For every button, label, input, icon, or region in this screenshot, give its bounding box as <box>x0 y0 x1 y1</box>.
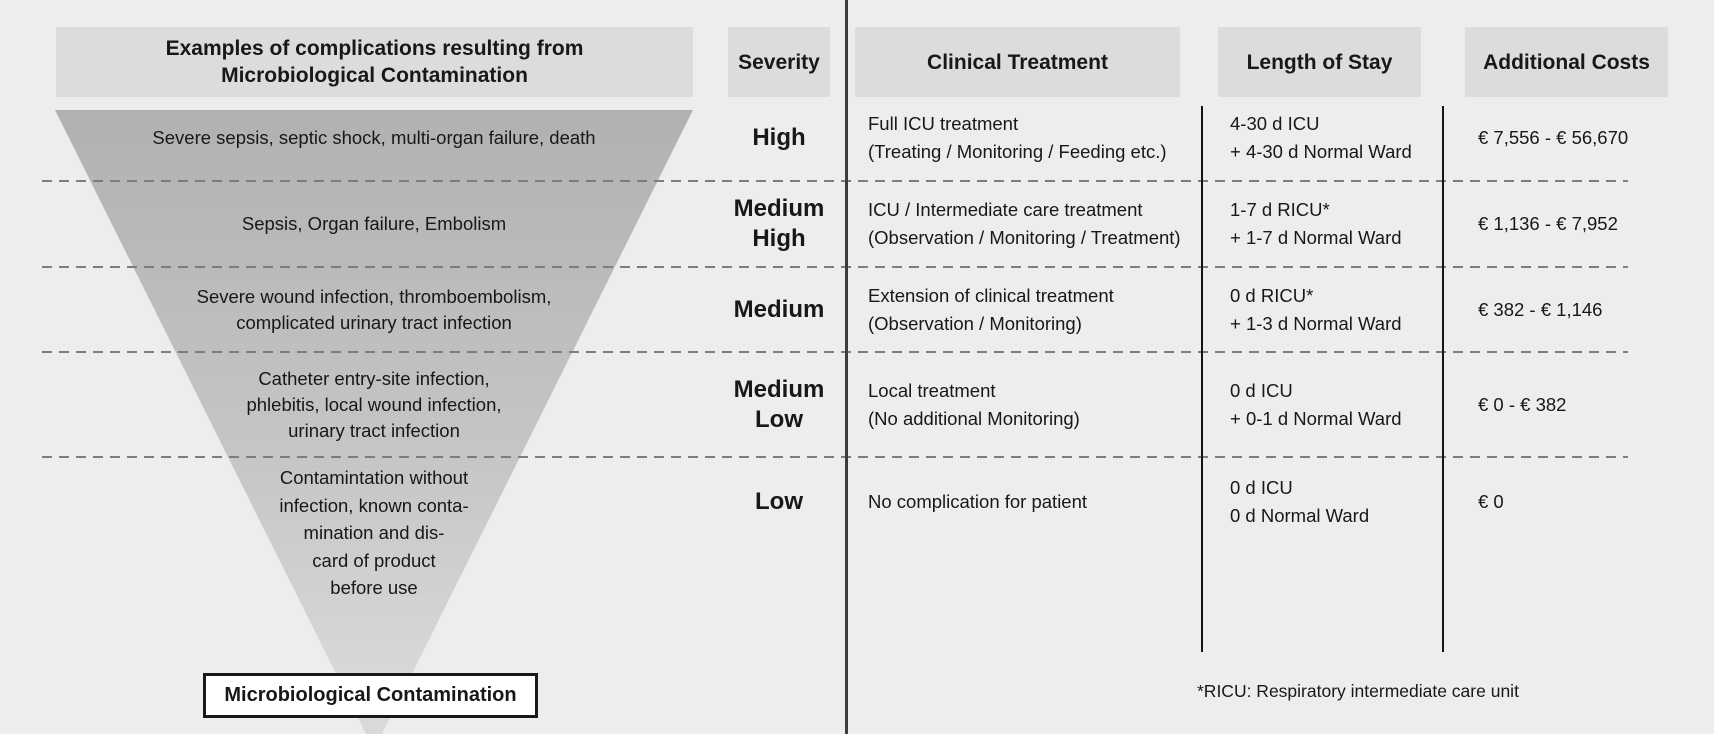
clinical-treatment-column-header: Clinical Treatment <box>855 27 1180 97</box>
text-line: mination and dis- <box>303 522 445 543</box>
severity-treatment-divider-line <box>845 0 848 734</box>
text-line: 0 d RICU* <box>1230 284 1314 306</box>
text-line: Severe wound infection, thromboembolism, <box>196 285 552 307</box>
treatment-cell: Extension of clinical treatment (Observa… <box>868 267 1200 352</box>
text-line: + 1-7 d Normal Ward <box>1230 227 1402 248</box>
stay-cell: 0 d ICU 0 d Normal Ward <box>1230 457 1440 547</box>
table-row: Low No complication for patient 0 d ICU … <box>0 457 1714 547</box>
text-line: 1-7 d RICU* <box>1230 199 1330 220</box>
text-line: Local treatment <box>868 379 996 401</box>
text-line: € 382 - € 1,146 <box>1478 298 1603 320</box>
text-line: (Observation / Monitoring) <box>868 312 1082 334</box>
text-line: before use <box>330 577 418 598</box>
text-line: Medium <box>733 195 825 222</box>
header-text-line: Examples of complications resulting from <box>165 37 584 60</box>
text-line: 0 d ICU <box>1230 477 1293 498</box>
severity-cell: Medium <box>728 267 830 352</box>
text-line: 4-30 d ICU <box>1230 113 1320 134</box>
text-line: Contamintation without <box>279 467 469 488</box>
severity-cell: Low <box>728 457 830 547</box>
costs-cell: € 1,136 - € 7,952 <box>1478 181 1678 267</box>
table-row: Severe wound infection, thromboembolism,… <box>0 267 1714 352</box>
complications-column-header: Examples of complications resulting from… <box>56 27 693 97</box>
examples-cell: Severe sepsis, septic shock, multi-organ… <box>55 95 693 181</box>
examples-cell: Contamintation without infection, known … <box>55 464 693 602</box>
text-line: infection, known conta- <box>279 494 469 516</box>
header-text-line: Microbiological Contamination <box>221 64 528 87</box>
length-of-stay-column-header: Length of Stay <box>1218 27 1421 97</box>
text-line: (Treating / Monitoring / Feeding etc.) <box>868 141 1167 162</box>
text-line: High <box>752 124 806 151</box>
text-line: € 1,136 - € 7,952 <box>1478 213 1618 234</box>
text-line: + 4-30 d Normal Ward <box>1230 141 1412 162</box>
text-line: No complication for patient <box>868 491 1088 512</box>
row-separator-dashed <box>42 456 1628 458</box>
text-line: Severe sepsis, septic shock, multi-organ… <box>152 127 596 148</box>
text-line: € 0 <box>1478 491 1504 512</box>
text-line: 0 d Normal Ward <box>1230 505 1370 526</box>
table-row: Catheter entry-site infection, phlebitis… <box>0 352 1714 457</box>
text-line: ICU / Intermediate care treatment <box>868 199 1143 220</box>
ricu-footnote: *RICU: Respiratory intermediate care uni… <box>1197 681 1519 701</box>
funnel-caption-box: Microbiological Contamination <box>203 673 538 718</box>
text-line: (Observation / Monitoring / Treatment) <box>868 227 1181 248</box>
examples-cell: Sepsis, Organ failure, Embolism <box>55 181 693 267</box>
severity-cell: Medium Low <box>728 352 830 457</box>
costs-cell: € 0 - € 382 <box>1478 352 1678 457</box>
row-separator-dashed <box>42 266 1628 268</box>
treatment-stay-divider-line <box>1201 106 1203 652</box>
severity-cell: Medium High <box>728 181 830 267</box>
text-line: card of product <box>312 549 436 571</box>
treatment-cell: Full ICU treatment (Treating / Monitorin… <box>868 95 1200 181</box>
stay-cell: 0 d ICU + 0-1 d Normal Ward <box>1230 352 1440 457</box>
text-line: Full ICU treatment <box>868 113 1019 134</box>
text-line: Extension of clinical treatment <box>868 284 1114 306</box>
stay-cell: 1-7 d RICU* + 1-7 d Normal Ward <box>1230 181 1440 267</box>
table-row: Sepsis, Organ failure, Embolism Medium H… <box>0 181 1714 267</box>
text-line: phlebitis, local wound infection, <box>246 393 502 415</box>
text-line: 0 d ICU <box>1230 379 1293 401</box>
row-separator-dashed <box>42 180 1628 182</box>
stay-costs-divider-line <box>1442 106 1444 652</box>
table-row: Severe sepsis, septic shock, multi-organ… <box>0 95 1714 181</box>
severity-cell: High <box>728 95 830 181</box>
treatment-cell: No complication for patient <box>868 457 1200 547</box>
text-line: Sepsis, Organ failure, Embolism <box>241 213 507 234</box>
additional-costs-column-header: Additional Costs <box>1465 27 1668 97</box>
text-line: + 1-3 d Normal Ward <box>1230 312 1402 334</box>
text-line: complicated urinary tract infection <box>236 311 512 333</box>
text-line: Catheter entry-site infection, <box>258 367 490 389</box>
costs-cell: € 382 - € 1,146 <box>1478 267 1678 352</box>
stay-cell: 4-30 d ICU + 4-30 d Normal Ward <box>1230 95 1440 181</box>
text-line: Medium <box>733 375 825 403</box>
examples-cell: Catheter entry-site infection, phlebitis… <box>55 352 693 457</box>
text-line: Low <box>755 488 803 515</box>
costs-cell: € 0 <box>1478 457 1678 547</box>
stay-cell: 0 d RICU* + 1-3 d Normal Ward <box>1230 267 1440 352</box>
treatment-cell: ICU / Intermediate care treatment (Obser… <box>868 181 1200 267</box>
costs-cell: € 7,556 - € 56,670 <box>1478 95 1678 181</box>
examples-cell: Severe wound infection, thromboembolism,… <box>55 267 693 352</box>
text-line: High <box>752 225 806 252</box>
text-line: urinary tract infection <box>288 419 460 441</box>
row-separator-dashed <box>42 351 1628 353</box>
text-line: (No additional Monitoring) <box>868 407 1080 429</box>
text-line: + 0-1 d Normal Ward <box>1230 407 1402 429</box>
severity-column-header: Severity <box>728 27 830 97</box>
text-line: Low <box>755 405 803 433</box>
text-line: Medium <box>733 295 825 323</box>
text-line: € 0 - € 382 <box>1478 393 1567 415</box>
treatment-cell: Local treatment (No additional Monitorin… <box>868 352 1200 457</box>
text-line: € 7,556 - € 56,670 <box>1478 127 1629 148</box>
